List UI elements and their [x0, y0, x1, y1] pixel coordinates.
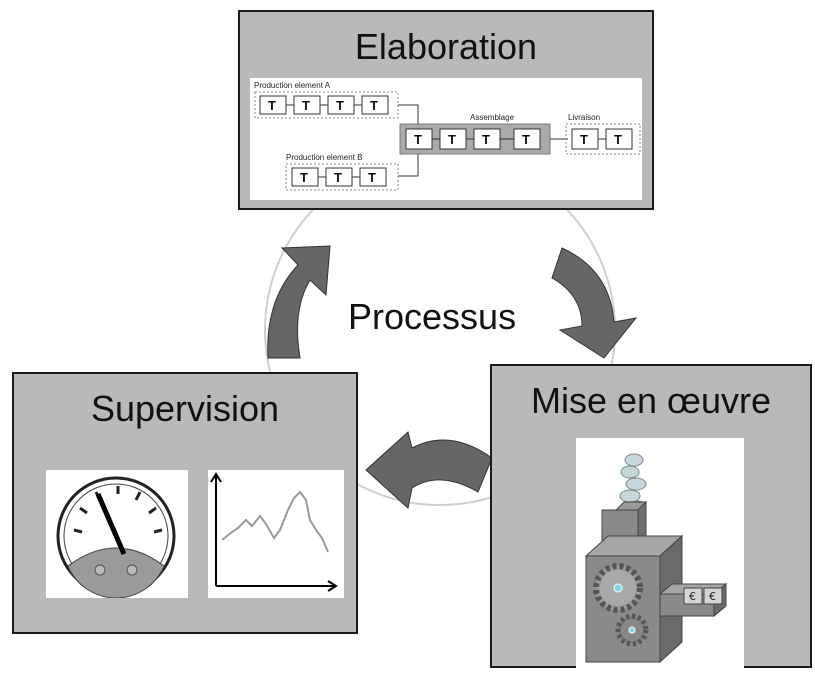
- machine-panel: € €: [576, 438, 744, 668]
- svg-text:€: €: [709, 590, 716, 603]
- graph-panel: [208, 470, 344, 598]
- livraison-tasks: T T: [571, 128, 633, 150]
- svg-text:€: €: [689, 590, 696, 603]
- assemblage-label: Assemblage: [470, 113, 515, 122]
- mise-en-oeuvre-box: Mise en œuvre: [490, 364, 812, 668]
- livraison-label: Livraison: [568, 113, 600, 122]
- task-letter: T: [334, 170, 342, 185]
- task-letter: T: [448, 132, 456, 147]
- machine-icon: € €: [584, 453, 728, 664]
- task-letter: T: [336, 98, 344, 113]
- workflow-diagram: Production element A T T T T Assemblage: [254, 81, 641, 191]
- task-letter: T: [268, 98, 276, 113]
- production-a-tasks: T T T T: [259, 95, 389, 115]
- task-letter: T: [614, 132, 622, 147]
- task-letter: T: [522, 132, 530, 147]
- task-letter: T: [482, 132, 490, 147]
- supervision-title: Supervision: [90, 388, 280, 429]
- line-graph-icon: [210, 472, 338, 592]
- cycle-arrow-icon: [551, 247, 638, 359]
- workflow-panel: Production element A T T T T Assemblage: [250, 78, 642, 200]
- supervision-box: Supervision: [12, 372, 358, 634]
- task-letter: T: [370, 98, 378, 113]
- gear-icon: [593, 563, 643, 613]
- task-letter: T: [580, 132, 588, 147]
- task-letter: T: [414, 132, 422, 147]
- gauge-panel: [46, 470, 188, 599]
- assemblage-tasks: T T T T: [405, 128, 541, 150]
- production-a-label: Production element A: [254, 81, 331, 90]
- gear-icon: [615, 613, 649, 647]
- center-label: Processus: [348, 296, 517, 337]
- task-letter: T: [302, 98, 310, 113]
- cycle-arrow-icon: [267, 245, 331, 359]
- gauge-icon: [56, 476, 176, 599]
- production-b-label: Production element B: [286, 153, 363, 162]
- cycle-arrow-icon: [365, 431, 493, 509]
- mise-en-oeuvre-title: Mise en œuvre: [530, 380, 772, 421]
- task-letter: T: [300, 170, 308, 185]
- elaboration-title: Elaboration: [354, 26, 538, 67]
- task-letter: T: [368, 170, 376, 185]
- production-b-tasks: T T T: [291, 167, 387, 187]
- elaboration-box: Elaboration Production element A T T T T: [238, 10, 654, 210]
